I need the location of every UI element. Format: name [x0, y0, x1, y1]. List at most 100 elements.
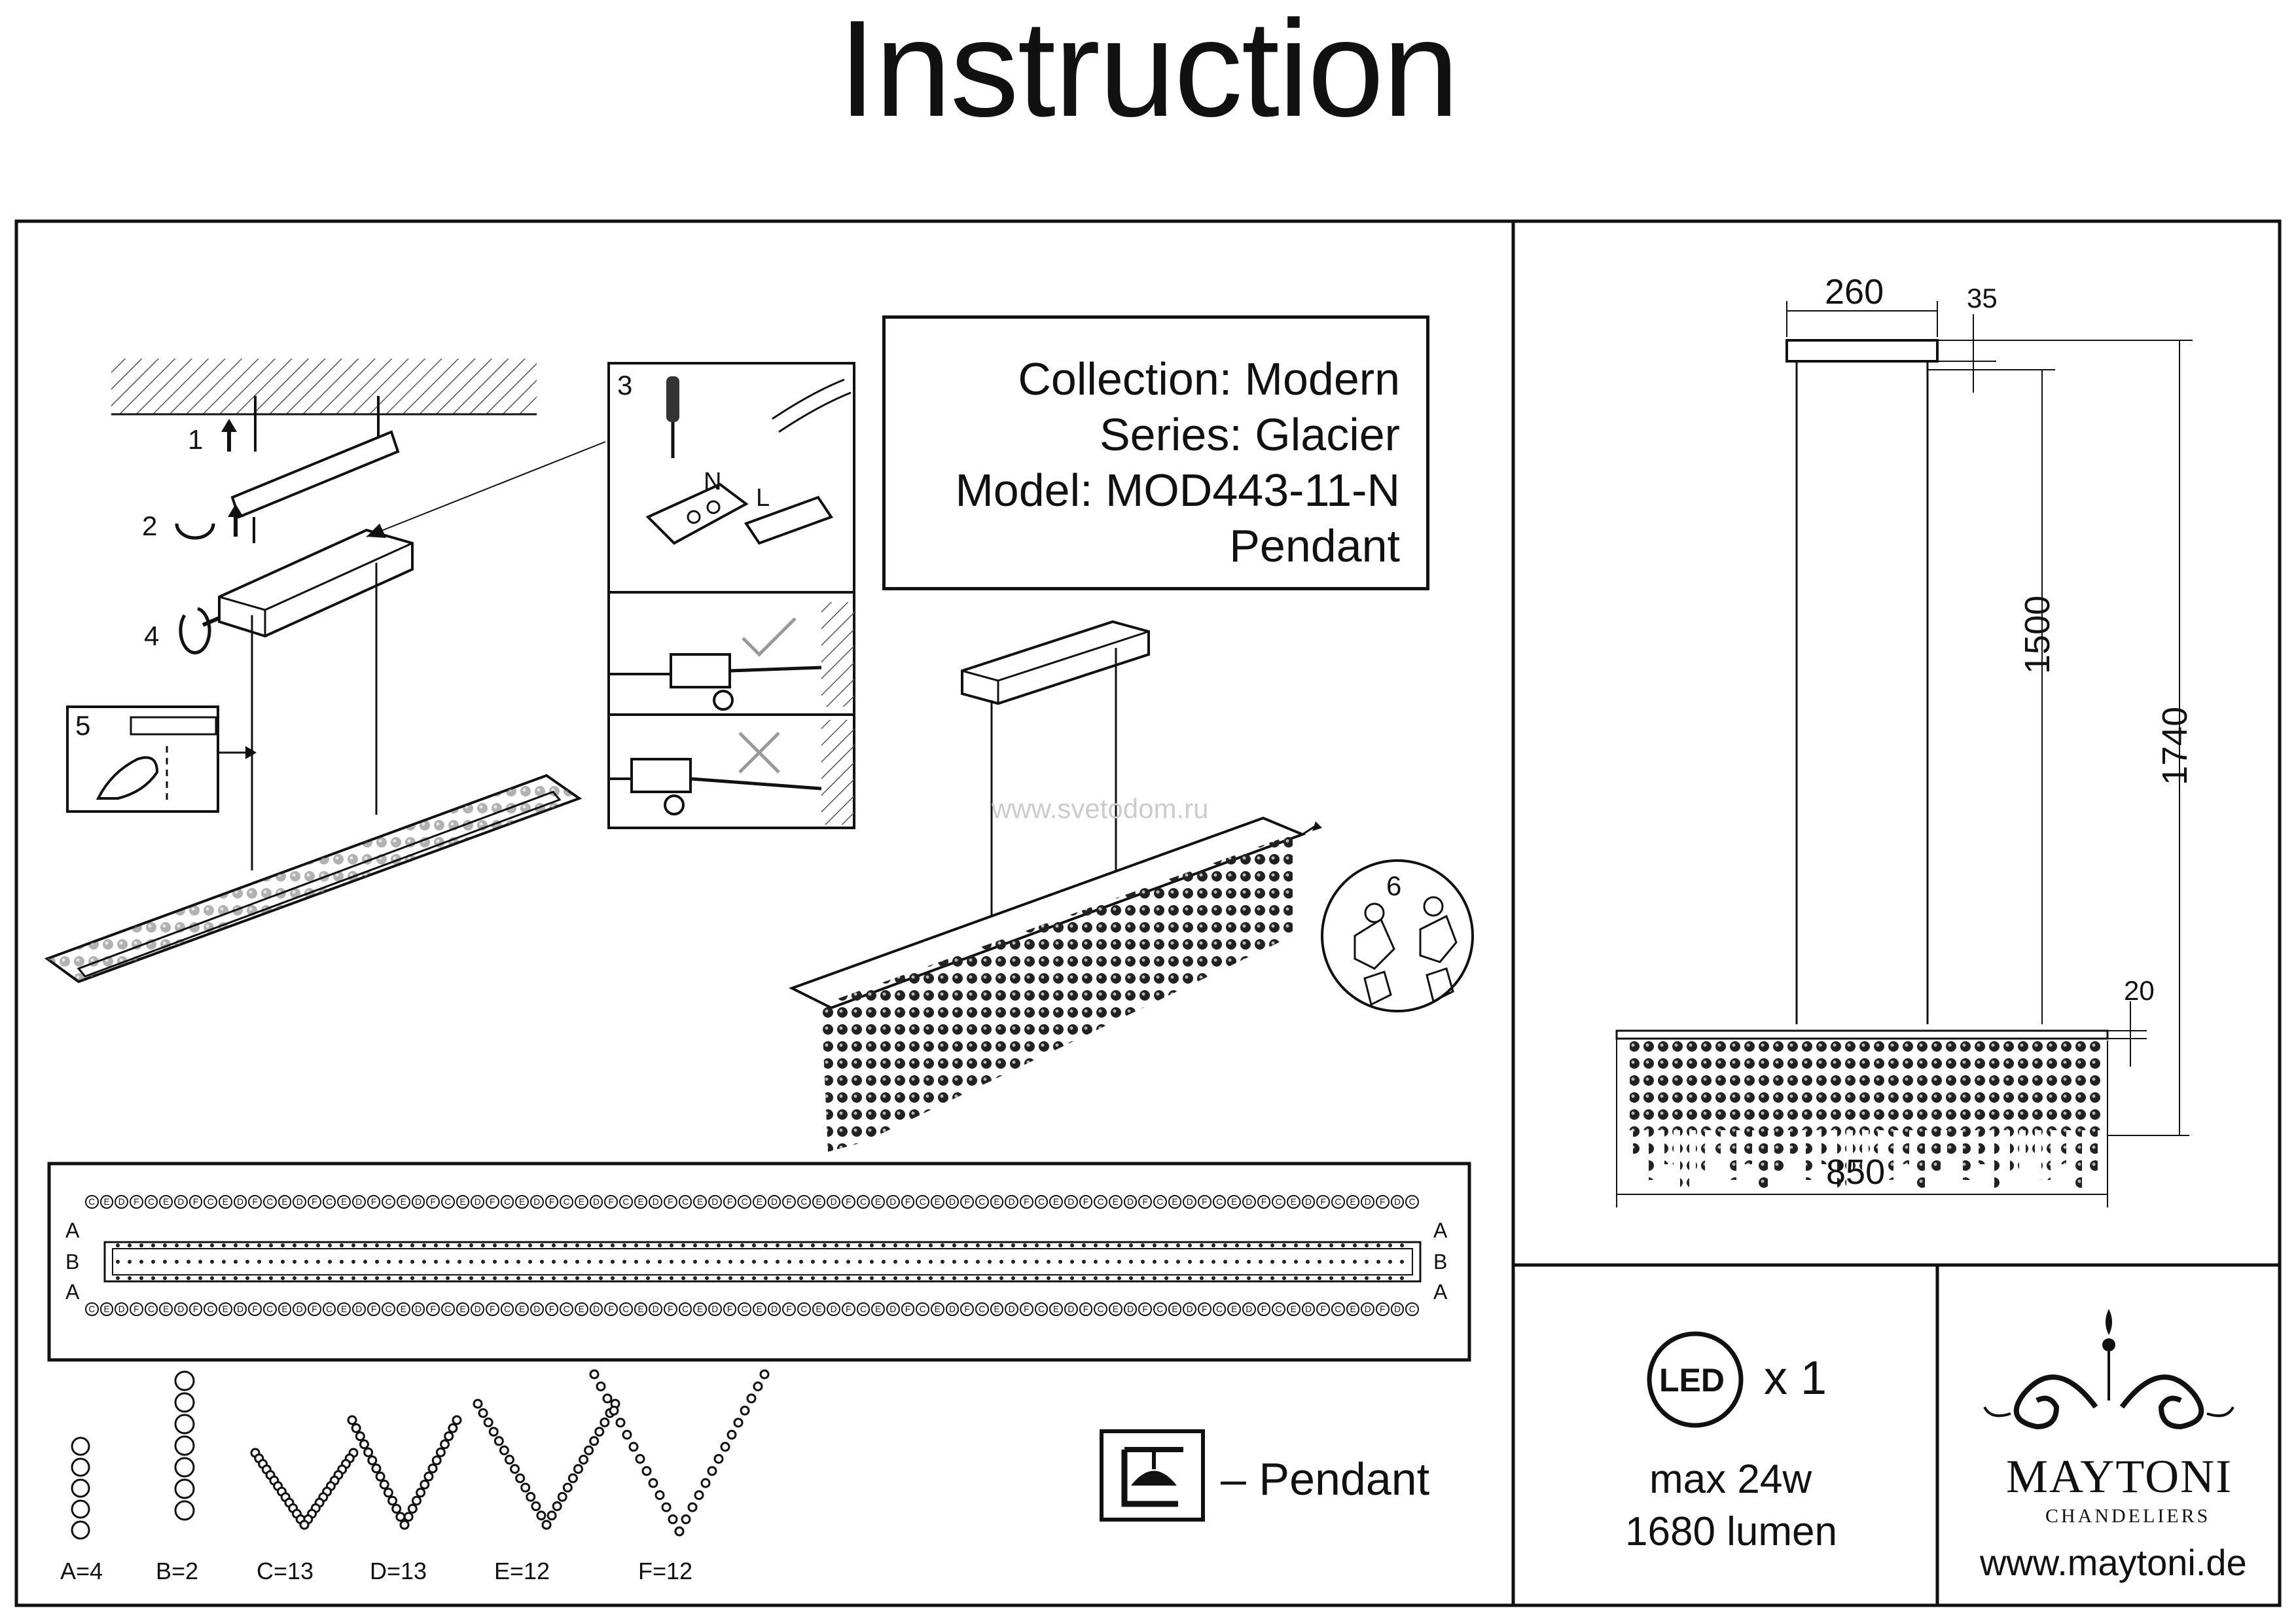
layout-dot	[328, 1243, 332, 1247]
crystal-bead	[416, 1488, 426, 1498]
layout-dot	[1270, 1260, 1274, 1264]
layout-code-letter: D	[1064, 1195, 1078, 1209]
layout-code-letter: C	[441, 1195, 455, 1209]
layout-dot	[434, 1243, 438, 1247]
layout-dot	[163, 1243, 167, 1247]
layout-dot	[1070, 1276, 1074, 1280]
crystal-bead	[707, 1466, 717, 1476]
layout-code-letter: C	[382, 1195, 395, 1209]
layout-dot	[505, 1260, 509, 1264]
layout-code-letter: D	[1183, 1195, 1196, 1209]
crystal-bead	[488, 1427, 499, 1437]
layout-dot	[387, 1260, 391, 1264]
layout-code-letter: E	[337, 1195, 351, 1209]
crystal-bead	[473, 1399, 483, 1409]
layout-dot	[163, 1276, 167, 1280]
layout-code-letter: C	[85, 1302, 99, 1316]
layout-dot	[540, 1276, 544, 1280]
layout-dot	[658, 1243, 662, 1247]
layout-code-letter: E	[1287, 1302, 1300, 1316]
layout-dot	[575, 1243, 579, 1247]
layout-dot	[1070, 1260, 1074, 1264]
layout-dot	[1247, 1276, 1251, 1280]
layout-code-letter: E	[812, 1195, 826, 1209]
layout-dot	[834, 1260, 838, 1264]
layout-code-letter: C	[1272, 1302, 1285, 1316]
layout-code-letter: F	[604, 1302, 618, 1316]
tech-crystal-drop	[1916, 1130, 1925, 1188]
layout-dot	[493, 1260, 497, 1264]
layout-dot	[599, 1260, 603, 1264]
layout-code-letter: D	[886, 1302, 900, 1316]
layout-dot	[976, 1243, 980, 1247]
layout-dot	[222, 1260, 226, 1264]
layout-dot	[1247, 1260, 1251, 1264]
layout-dot	[811, 1260, 815, 1264]
layout-dot	[999, 1276, 1003, 1280]
layout-dot	[293, 1260, 296, 1264]
layout-dot	[846, 1276, 850, 1280]
layout-dot	[1235, 1243, 1239, 1247]
layout-dot	[1341, 1276, 1345, 1280]
layout-dot	[1294, 1243, 1298, 1247]
layout-dot	[952, 1243, 956, 1247]
layout-dot	[952, 1260, 956, 1264]
crystal-bead	[499, 1445, 509, 1455]
layout-code-letter: D	[1123, 1302, 1138, 1316]
crystal-bead	[579, 1454, 589, 1465]
layout-code-letter: F	[426, 1195, 440, 1209]
layout-dot	[1011, 1260, 1015, 1264]
layout-dot	[705, 1260, 709, 1264]
tech-canopy	[1785, 339, 1939, 363]
led-icon	[1647, 1331, 1744, 1428]
layout-dot	[776, 1276, 780, 1280]
layout-dot	[198, 1260, 202, 1264]
layout-code-letter: C	[916, 1302, 929, 1316]
layout-dot	[351, 1243, 355, 1247]
layout-dot	[1105, 1260, 1109, 1264]
layout-dot	[505, 1276, 509, 1280]
layout-dot	[1353, 1243, 1357, 1247]
layout-dot	[564, 1243, 567, 1247]
layout-dot	[128, 1243, 132, 1247]
layout-dot	[1035, 1260, 1039, 1264]
crystal-bead	[493, 1436, 504, 1446]
layout-dot	[469, 1276, 473, 1280]
layout-dot	[410, 1276, 414, 1280]
brand-sub: CHANDELIERS	[2045, 1505, 2211, 1527]
crystal-bead	[526, 1491, 536, 1502]
layout-dot	[1200, 1260, 1204, 1264]
layout-dot	[870, 1260, 874, 1264]
crystal-bead	[174, 1500, 195, 1521]
crystal-bead	[687, 1502, 698, 1512]
layout-dot	[1294, 1276, 1298, 1280]
layout-dot	[1365, 1260, 1369, 1264]
layout-dot	[952, 1276, 956, 1280]
crystal-bead	[174, 1435, 195, 1456]
layout-code-letter: E	[634, 1195, 648, 1209]
step-4-label: 4	[144, 620, 160, 651]
crystal-bead	[299, 1520, 310, 1530]
tech-crystal-drop	[1774, 1130, 1784, 1172]
layout-dot	[399, 1276, 403, 1280]
crystal-bead	[403, 1512, 414, 1522]
layout-dot	[658, 1276, 662, 1280]
layout-code-letter: E	[1109, 1302, 1122, 1316]
dim-body-height: 20	[2124, 975, 2155, 1006]
layout-code-letter: C	[678, 1195, 692, 1209]
layout-dot	[257, 1276, 261, 1280]
tech-crystal-drop	[1649, 1130, 1658, 1180]
layout-dot	[281, 1276, 285, 1280]
crystal-bead	[562, 1482, 573, 1493]
layout-dot	[139, 1260, 143, 1264]
tech-plate	[1615, 1029, 2109, 1040]
layout-dot	[1259, 1243, 1263, 1247]
layout-code-letter: C	[1212, 1302, 1227, 1316]
layout-dot	[1282, 1243, 1286, 1247]
layout-code-letter: D	[352, 1302, 366, 1316]
layout-dot	[988, 1260, 992, 1264]
tech-crystal-drop	[2010, 1130, 2019, 1172]
layout-dot	[646, 1260, 650, 1264]
layout-dot	[846, 1260, 850, 1264]
layout-dot	[116, 1243, 120, 1247]
